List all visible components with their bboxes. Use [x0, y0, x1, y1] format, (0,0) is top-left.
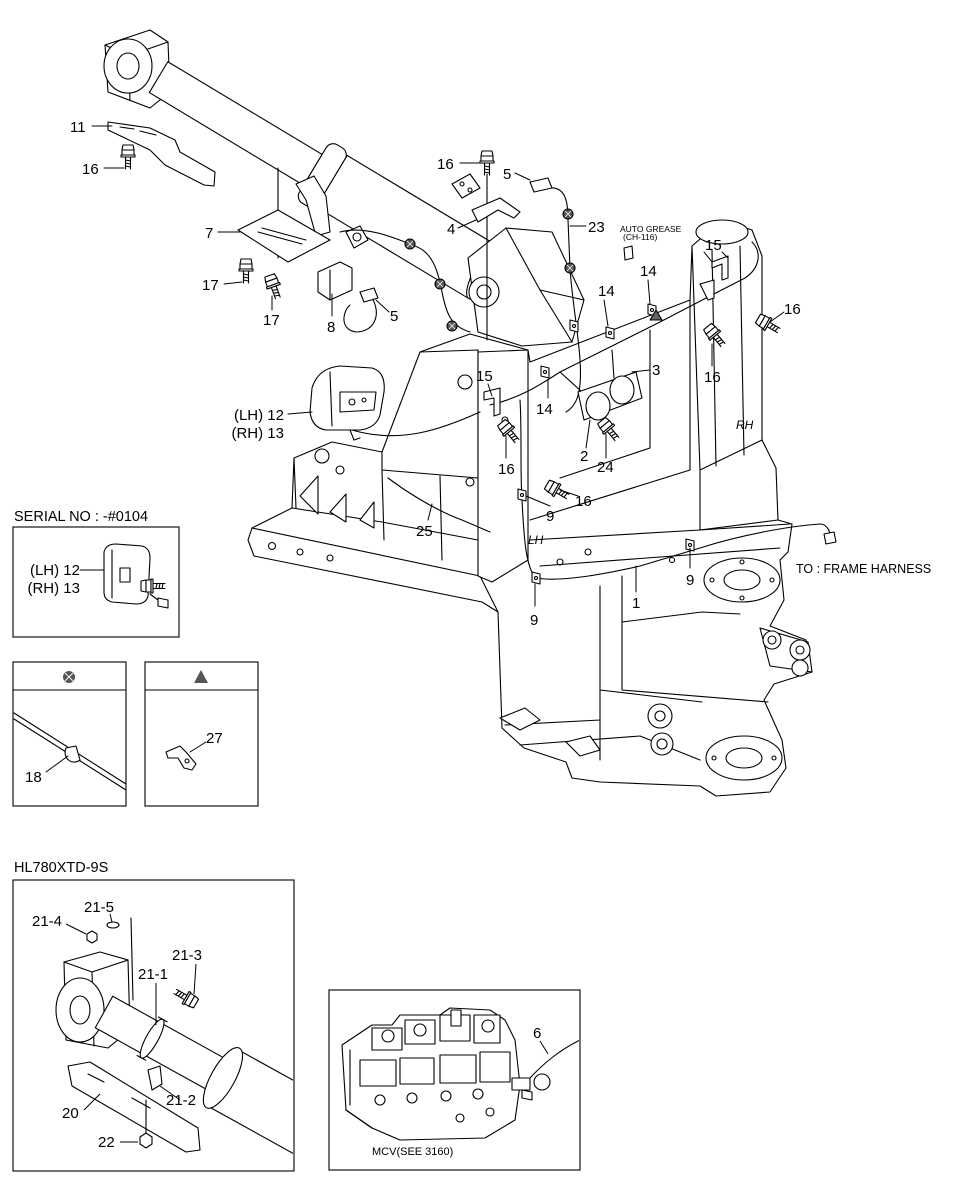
callout-9: 9 — [530, 612, 538, 629]
triangle-mark-icon — [194, 670, 208, 683]
callout-21-3: 21-3 — [172, 947, 202, 964]
callout-20: 20 — [62, 1105, 79, 1122]
auto-grease-note: AUTO GREASE — [620, 224, 682, 234]
mcv-caption: MCV(SEE 3160) — [372, 1146, 453, 1158]
side-mark-lh: LH — [528, 533, 544, 547]
callout-rh-13: (RH) 13 — [231, 425, 284, 442]
callout-3: 3 — [652, 362, 660, 379]
mcv-inset: 6 MCV(SEE 3160) — [328, 989, 581, 1171]
variant-cylinder-mount — [55, 917, 293, 1170]
callout-21-4: 21-4 — [32, 913, 62, 930]
variant-inset: HL780XTD-9S 21-5 21-4 — [12, 860, 295, 1172]
callout-14: 14 — [640, 263, 657, 280]
pivot-boss — [467, 227, 585, 347]
callout-5: 5 — [503, 166, 511, 183]
bracket-27 — [165, 741, 207, 771]
callout-17: 17 — [202, 277, 219, 294]
boom-cylinder — [103, 29, 503, 300]
callout-24: 24 — [597, 459, 614, 476]
callout-16: 16 — [82, 161, 99, 178]
serial-box-title: SERIAL NO : -#0104 — [14, 509, 148, 525]
callout-16: 16 — [784, 301, 801, 318]
variant-box-title: HL780XTD-9S — [14, 860, 108, 876]
hose-with-clip — [13, 712, 127, 791]
auto-grease-ref: (CH-116) — [623, 232, 657, 242]
wiring-harness — [277, 167, 837, 580]
callout-17: 17 — [263, 312, 280, 329]
callout-23: 23 — [588, 219, 605, 236]
callout-1: 1 — [632, 595, 640, 612]
callout-15: 15 — [476, 368, 493, 385]
callout-21-5: 21-5 — [84, 899, 114, 916]
callout-16: 16 — [575, 493, 592, 510]
callout-16: 16 — [704, 369, 721, 386]
serial-number-inset: SERIAL NO : -#0104 (LH) 12 (RH) 13 — [12, 509, 180, 638]
grease-symbol-inset: 18 — [12, 661, 127, 807]
side-mark-rh: RH — [736, 418, 754, 432]
callout-16: 16 — [437, 156, 454, 173]
callout-15: 15 — [705, 237, 722, 254]
callout-14: 14 — [536, 401, 553, 418]
mcv-box-frame — [328, 989, 581, 1171]
callout-8: 8 — [327, 319, 335, 336]
grease-point-icon — [63, 671, 75, 683]
callout-6: 6 — [533, 1025, 541, 1042]
triangle-box-frame — [144, 661, 259, 807]
callout-9: 9 — [546, 508, 554, 525]
lamp-assembly-early — [79, 543, 169, 609]
callout-2: 2 — [580, 448, 588, 465]
frame-harness-note: TO : FRAME HARNESS — [796, 562, 931, 576]
grease-box-frame — [12, 661, 127, 807]
callout-7: 7 — [205, 225, 213, 242]
triangle-symbol-inset: 27 — [144, 661, 259, 807]
main-view-callouts: 11 16 7 17 17 8 5 16 5 4 23 15 14 14 16 … — [70, 119, 931, 629]
callout-22: 22 — [98, 1134, 115, 1151]
callout-18: 18 — [25, 769, 42, 786]
serial-callout-lh-12: (LH) 12 — [30, 562, 80, 579]
mcv-leader-line — [539, 1040, 549, 1055]
callout-11: 11 — [70, 119, 86, 136]
callout-21-2: 21-2 — [166, 1092, 196, 1109]
callout-5: 5 — [390, 308, 398, 325]
harness-parts — [107, 121, 783, 585]
main-view — [91, 29, 837, 797]
callout-16: 16 — [498, 461, 515, 478]
callout-21-1: 21-1 — [138, 966, 168, 983]
variant-leader-lines — [65, 913, 197, 1143]
callout-lh-12: (LH) 12 — [234, 407, 284, 424]
main-control-valve — [341, 1007, 579, 1141]
leader-lines — [91, 125, 785, 607]
serial-callout-rh-13: (RH) 13 — [27, 580, 80, 597]
variant-box-frame — [12, 879, 295, 1172]
callout-25: 25 — [416, 523, 433, 540]
front-frame — [247, 219, 813, 797]
callout-14: 14 — [598, 283, 615, 300]
serial-box-frame — [12, 526, 180, 638]
callout-4: 4 — [447, 221, 455, 238]
callout-9: 9 — [686, 572, 694, 589]
callout-27: 27 — [206, 730, 223, 747]
